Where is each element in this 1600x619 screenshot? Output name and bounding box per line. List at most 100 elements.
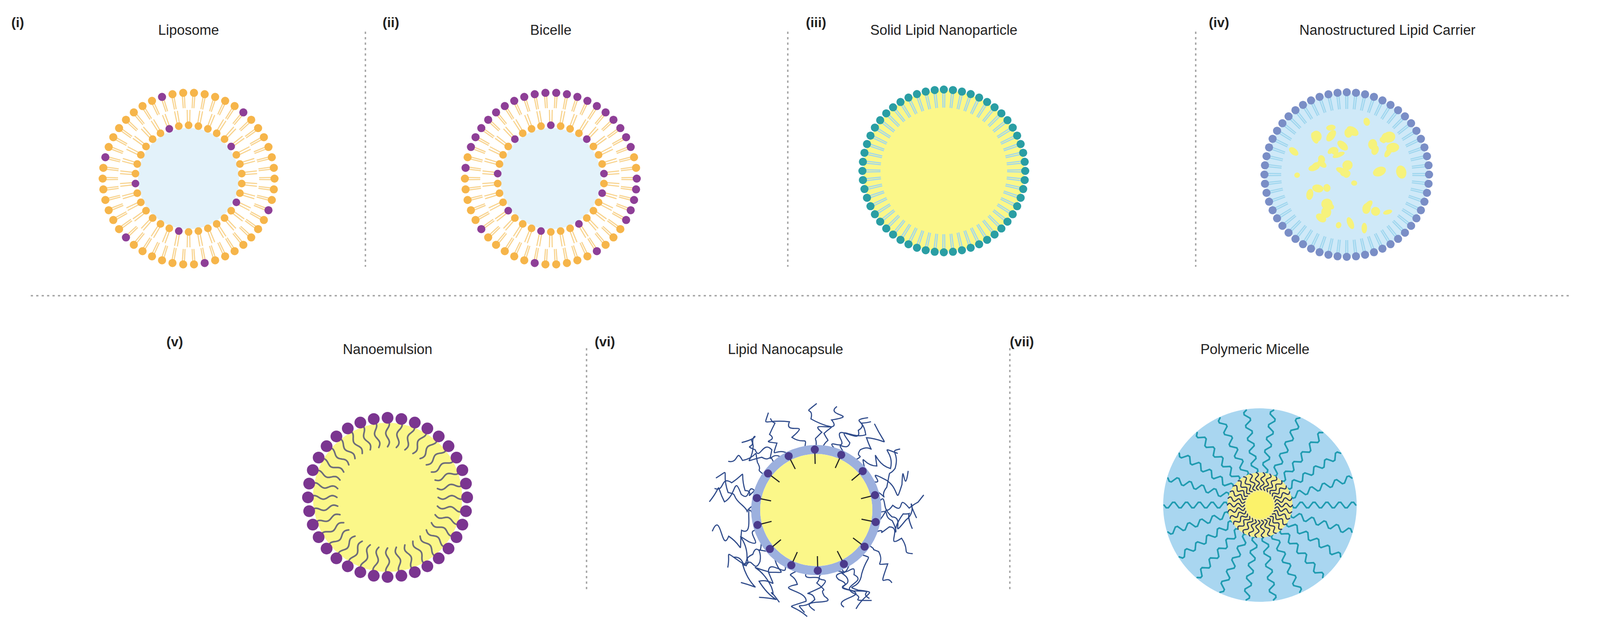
- lipid-head: [247, 115, 256, 124]
- lipid-head: [1291, 106, 1300, 115]
- lipid-head: [1020, 175, 1029, 185]
- lipid-head: [541, 260, 550, 269]
- lipid-head: [527, 124, 536, 133]
- oil-droplet: [1362, 117, 1371, 127]
- surfactant-head: [753, 520, 762, 530]
- lipid-head: [573, 256, 582, 265]
- lipid-head: [184, 228, 193, 237]
- surfactant-head: [860, 542, 869, 551]
- lipid-head: [500, 246, 509, 256]
- lipid-head: [1264, 197, 1274, 206]
- panel-number: (vii): [1009, 333, 1034, 351]
- lipid-head: [221, 96, 230, 105]
- surfactant-tail: [861, 519, 873, 522]
- lipid-head: [239, 240, 248, 249]
- oil-droplet: [1344, 127, 1354, 139]
- surfactant-tail: [404, 544, 415, 571]
- hydrophilic-block: [1273, 417, 1300, 477]
- lipid-head: [1264, 143, 1274, 152]
- lipid-head: [121, 233, 130, 242]
- lipid-head: [629, 195, 639, 204]
- surfactant-tail: [851, 473, 860, 481]
- hydrophobic-block: [1243, 518, 1254, 534]
- peg-chain: [854, 423, 885, 461]
- lipid-head: [1284, 228, 1293, 237]
- lipid-head: [98, 174, 107, 183]
- surfactant-tail: [814, 453, 816, 464]
- hydrophobic-block: [1274, 497, 1292, 503]
- lipid-head: [589, 207, 598, 215]
- surfactant-tail: [760, 498, 772, 502]
- lipid-head: [114, 225, 124, 234]
- lipid-head: [621, 132, 630, 142]
- surfactant-tail: [790, 459, 796, 469]
- lipid-head: [1262, 188, 1271, 197]
- hydrophilic-block: [1244, 536, 1258, 601]
- lipid-head: [220, 214, 229, 223]
- hydrophilic-block: [1197, 529, 1240, 578]
- lipid-head: [520, 256, 529, 265]
- hydrophilic-block: [1164, 502, 1229, 508]
- lipid-head: [121, 115, 130, 124]
- surfactant-tail: [435, 470, 461, 481]
- lipid-head: [583, 96, 592, 105]
- surfactant-head: [330, 552, 343, 565]
- lipid-head: [858, 175, 867, 185]
- lipid-head: [889, 230, 898, 239]
- lipid-head: [259, 132, 268, 142]
- lipid-head: [1003, 217, 1012, 226]
- lipid-head: [598, 160, 606, 168]
- hydrophilic-block: [1271, 534, 1302, 593]
- oil-droplet: [1330, 146, 1339, 156]
- lipid-head: [983, 98, 992, 107]
- lipid-head: [563, 259, 572, 268]
- surfactant-head: [341, 422, 354, 435]
- lipid-head: [904, 93, 913, 102]
- hydrophilic-block: [1220, 534, 1247, 593]
- lipid-head: [930, 85, 939, 95]
- lipid-matrix: [1265, 93, 1429, 256]
- lipid-head: [948, 85, 957, 95]
- surfactant-head: [752, 493, 762, 502]
- lipid-head: [138, 246, 147, 256]
- lipid-head: [99, 163, 108, 172]
- lipid-head: [1333, 252, 1342, 261]
- panel-number: (v): [166, 333, 184, 351]
- lipid-head: [466, 206, 475, 215]
- lipid-head: [1260, 170, 1269, 179]
- surfactant-head: [459, 477, 472, 490]
- surfactant-tail: [360, 424, 371, 450]
- surfactant-head: [381, 411, 394, 424]
- hydrophilic-block: [1263, 410, 1276, 474]
- lipid-head: [463, 153, 472, 162]
- lipid-head: [1412, 214, 1421, 223]
- lipid-head: [990, 230, 999, 239]
- lipid-head: [1351, 252, 1360, 261]
- oil-droplet: [1369, 205, 1382, 218]
- surfactant-head: [765, 544, 774, 554]
- aqueous-core: [500, 127, 602, 230]
- lipid-head: [1008, 210, 1017, 219]
- surfactant-head: [432, 552, 445, 565]
- lipid-head: [1278, 119, 1287, 128]
- lipid-head: [594, 151, 603, 159]
- surfactant-head: [302, 491, 314, 504]
- peg-chain: [815, 406, 843, 448]
- lipid-head: [530, 89, 539, 99]
- surfactant-head: [320, 440, 333, 453]
- surfactant-head: [320, 542, 333, 555]
- lipid-head: [939, 85, 948, 94]
- surfactant-head: [813, 566, 822, 575]
- separator: [364, 31, 367, 267]
- lipid-head: [175, 122, 183, 131]
- peg-chain: [841, 567, 872, 601]
- peg-chain: [878, 495, 924, 511]
- lipid-head: [592, 246, 602, 256]
- panel-number: (vi): [594, 333, 616, 351]
- lipid-head: [138, 102, 147, 111]
- lipid-head: [495, 160, 504, 168]
- peg-chain: [728, 453, 765, 476]
- lipid-head: [1416, 134, 1425, 143]
- lipid-head: [575, 129, 583, 138]
